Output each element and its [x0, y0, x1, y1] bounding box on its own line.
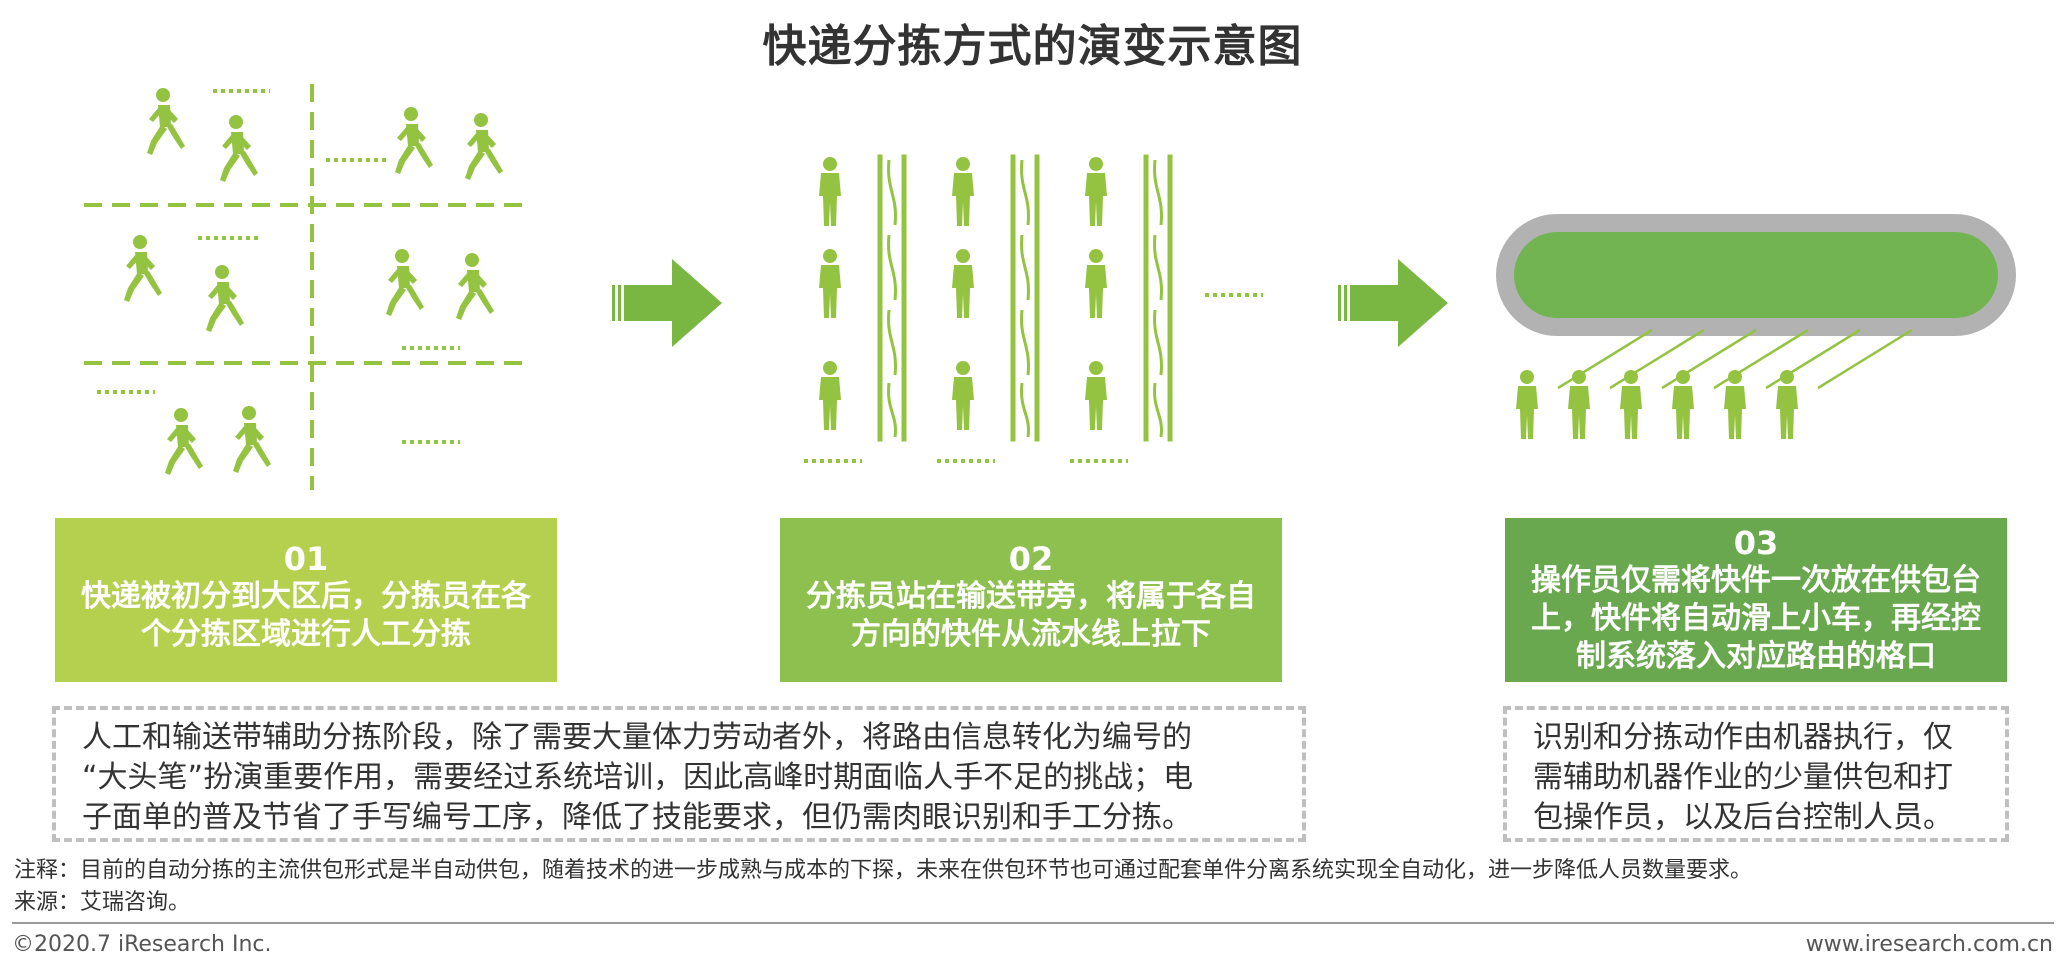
stage-3-desc-line-2: 上，快件将自动滑上小车，再经控	[1531, 601, 1981, 636]
stage2-illustration	[804, 153, 1263, 463]
note-right-line-1: 识别和分拣动作由机器执行，仅	[1533, 720, 1953, 755]
note-left-line-2: “大头笔”扮演重要作用，需要经过系统培训，因此高峰时期面临人手不足的挑战；电	[82, 760, 1194, 795]
website-link[interactable]: www.iresearch.com.cn	[1805, 932, 2053, 957]
stage-3-number: 03	[1733, 524, 1779, 562]
source-note: 来源：艾瑞咨询。	[14, 890, 191, 915]
note-left-line-3: 子面单的普及节省了手写编号工序，降低了技能要求，但仍需肉眼识别和手工分拣。	[82, 800, 1192, 835]
note-left-line-1: 人工和输送带辅助分拣阶段，除了需要大量体力劳动者外，将路由信息转化为编号的	[82, 720, 1192, 755]
stage3-illustration	[1496, 214, 2016, 439]
right-arrow-icon	[1338, 259, 1448, 347]
note-box-right: 识别和分拣动作由机器执行，仅 需辅助机器作业的少量供包和打 包操作员，以及后台控…	[1503, 706, 2009, 842]
note-right-line-3: 包操作员，以及后台控制人员。	[1533, 800, 1953, 835]
stage-2-box: 02 分拣员站在输送带旁，将属于各自 方向的快件从流水线上拉下	[780, 518, 1282, 682]
footer-divider	[12, 922, 2054, 924]
copyright: ©2020.7 iResearch Inc.	[12, 932, 272, 957]
stage-1-box: 01 快递被初分到大区后，分拣员在各 个分拣区域进行人工分拣	[55, 518, 557, 682]
page-title: 快递分拣方式的演变示意图	[762, 21, 1303, 72]
stage-2-number: 02	[1008, 540, 1054, 578]
stage-3-desc-line-3: 制系统落入对应路由的格口	[1576, 639, 1936, 674]
note-box-left: 人工和输送带辅助分拣阶段，除了需要大量体力劳动者外，将路由信息转化为编号的 “大…	[52, 706, 1306, 842]
stage-1-number: 01	[283, 540, 329, 578]
stage-3-box: 03 操作员仅需将快件一次放在供包台 上，快件将自动滑上小车，再经控 制系统落入…	[1505, 518, 2007, 682]
note-right-line-2: 需辅助机器作业的少量供包和打	[1533, 760, 1953, 795]
stage-1-desc-line-1: 快递被初分到大区后，分拣员在各	[81, 579, 531, 614]
stage-2-desc-line-2: 方向的快件从流水线上拉下	[851, 617, 1211, 652]
footnote: 注释：目前的自动分拣的主流供包形式是半自动供包，随着技术的进一步成熟与成本的下探…	[14, 858, 1753, 883]
stage1-illustration	[84, 84, 525, 490]
stage-1-desc-line-2: 个分拣区域进行人工分拣	[141, 617, 471, 652]
right-arrow-icon	[612, 259, 722, 347]
stage-3-desc-line-1: 操作员仅需将快件一次放在供包台	[1531, 563, 1981, 598]
stage-2-desc-line-1: 分拣员站在输送带旁，将属于各自	[806, 579, 1256, 614]
